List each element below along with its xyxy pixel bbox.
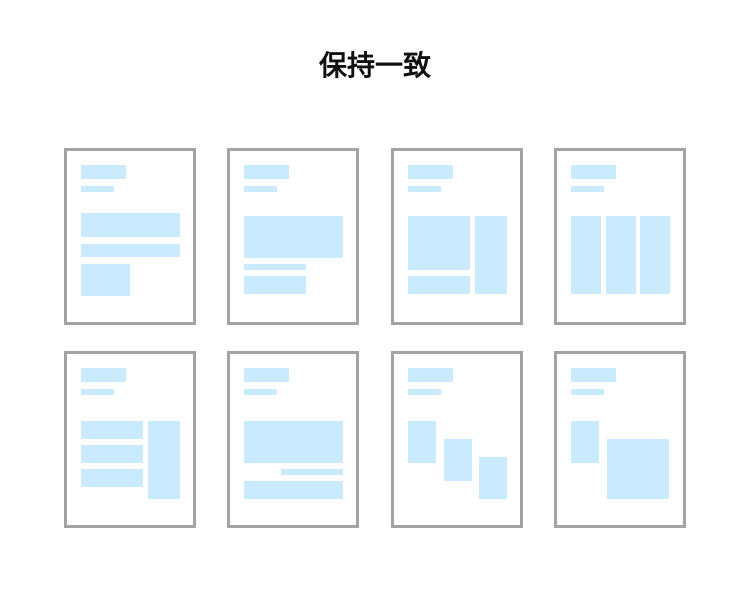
content-block-placeholder — [81, 469, 143, 487]
content-block-placeholder — [571, 216, 601, 294]
content-block-placeholder — [408, 276, 470, 294]
content-block-placeholder — [408, 421, 436, 463]
content-block-placeholder — [640, 216, 670, 294]
content-block-placeholder — [606, 216, 636, 294]
content-block-placeholder — [571, 421, 599, 463]
content-block-placeholder — [81, 264, 130, 296]
content-block-placeholder — [81, 213, 180, 237]
subheading-placeholder — [571, 389, 604, 395]
page-layout-card-3 — [391, 148, 523, 325]
page-layout-card-1 — [64, 148, 196, 325]
page-layout-card-8 — [554, 351, 686, 528]
content-block-placeholder — [408, 216, 470, 270]
heading-placeholder — [408, 165, 453, 179]
content-block-placeholder — [607, 439, 669, 499]
subheading-placeholder — [571, 186, 604, 192]
content-block-placeholder — [148, 421, 180, 499]
content-block-placeholder — [475, 216, 507, 294]
page-layout-card-5 — [64, 351, 196, 528]
page-layout-card-6 — [227, 351, 359, 528]
content-block-placeholder — [244, 421, 343, 463]
subheading-placeholder — [244, 389, 277, 395]
page-layout-card-7 — [391, 351, 523, 528]
content-block-placeholder — [281, 469, 343, 475]
heading-placeholder — [81, 165, 126, 179]
heading-placeholder — [244, 368, 289, 382]
page-layout-card-2 — [227, 148, 359, 325]
subheading-placeholder — [408, 186, 441, 192]
content-block-placeholder — [81, 421, 143, 439]
subheading-placeholder — [81, 186, 114, 192]
content-block-placeholder — [81, 445, 143, 463]
subheading-placeholder — [81, 389, 114, 395]
content-block-placeholder — [244, 264, 306, 270]
heading-placeholder — [81, 368, 126, 382]
diagram-title: 保持一致 — [318, 49, 431, 82]
heading-placeholder — [408, 368, 453, 382]
heading-placeholder — [244, 165, 289, 179]
content-block-placeholder — [244, 216, 343, 258]
heading-placeholder — [571, 368, 616, 382]
content-block-placeholder — [244, 481, 343, 499]
content-block-placeholder — [444, 439, 472, 481]
content-block-placeholder — [479, 457, 507, 499]
heading-placeholder — [571, 165, 616, 179]
content-block-placeholder — [81, 244, 180, 257]
subheading-placeholder — [408, 389, 441, 395]
page-layout-card-4 — [554, 148, 686, 325]
subheading-placeholder — [244, 186, 277, 192]
content-block-placeholder — [244, 276, 306, 294]
